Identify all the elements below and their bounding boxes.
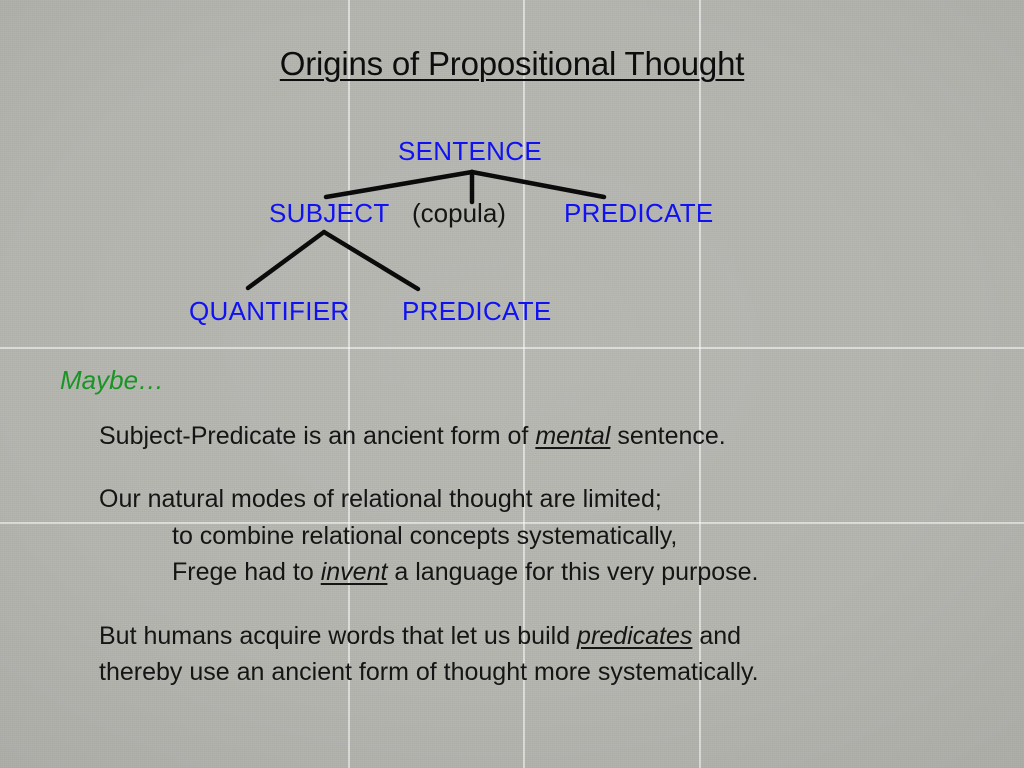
tree-node-subject: SUBJECT bbox=[269, 198, 390, 228]
paragraph-2-line-3: Frege had to invent a language for this … bbox=[172, 554, 759, 590]
branch-sentence-predicate bbox=[469, 169, 607, 200]
paragraph-3-line-1-before: But humans acquire words that let us bui… bbox=[99, 622, 578, 650]
tree-node-predicate-bottom: PREDICATE bbox=[402, 296, 552, 326]
paragraph-1-before: Subject-Predicate is an ancient form of bbox=[99, 422, 536, 450]
page-title-text: Origins of Propositional Thought bbox=[279, 45, 745, 82]
paragraph-2-line-2: to combine relational concepts systemati… bbox=[172, 522, 678, 550]
branch-subject-predicate bbox=[321, 229, 421, 292]
paragraph-2-line-3-emphasis: invent bbox=[320, 558, 388, 586]
paragraph-3-line-1-after: and bbox=[692, 622, 742, 650]
paragraph-2-line-3-after: a language for this very purpose. bbox=[387, 558, 759, 586]
branch-subject-quantifier bbox=[245, 229, 327, 291]
maybe-label: Maybe… bbox=[60, 365, 165, 395]
tree-node-sentence: SENTENCE bbox=[398, 136, 542, 166]
branch-sentence-subject bbox=[323, 169, 475, 200]
tree-node-predicate-top: PREDICATE bbox=[564, 198, 714, 228]
grid-line-horizontal-1 bbox=[0, 347, 1024, 349]
paragraph-1: Subject-Predicate is an ancient form of … bbox=[99, 418, 726, 454]
paragraph-1-after: sentence. bbox=[610, 422, 726, 450]
paragraph-2-line-3-before: Frege had to bbox=[172, 558, 321, 586]
paragraph-1-emphasis: mental bbox=[535, 422, 611, 450]
paragraph-3-line-2: thereby use an ancient form of thought m… bbox=[99, 658, 759, 686]
paragraph-3-line-1: But humans acquire words that let us bui… bbox=[99, 618, 741, 654]
page-title: Origins of Propositional Thought bbox=[0, 44, 1024, 84]
paragraph-2-line-1: Our natural modes of relational thought … bbox=[99, 485, 662, 513]
paragraph-3-line-1-emphasis: predicates bbox=[577, 622, 693, 650]
tree-node-quantifier: QUANTIFIER bbox=[189, 296, 350, 326]
tree-node-copula: (copula) bbox=[412, 198, 506, 228]
